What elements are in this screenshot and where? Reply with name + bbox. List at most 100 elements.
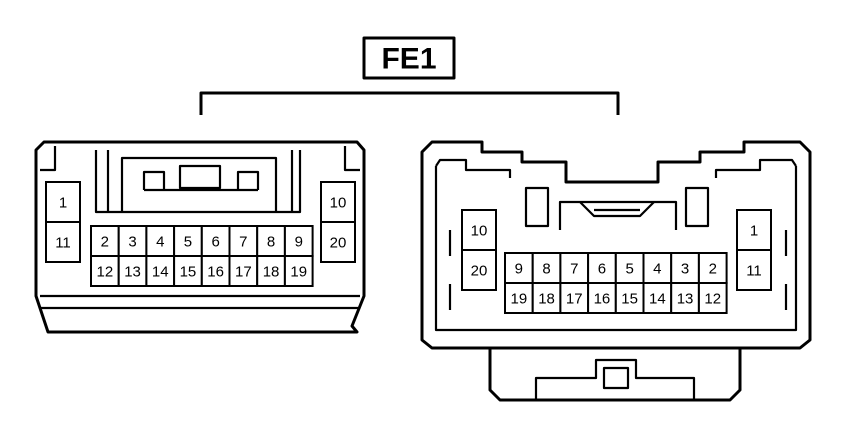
left_view-pin: 17 bbox=[228, 255, 259, 287]
left_view-pin-number: 14 bbox=[152, 264, 169, 281]
right_view-pin-number: 3 bbox=[681, 261, 689, 278]
left_view-pin-number: 7 bbox=[239, 234, 247, 251]
left_view-pin-number: 19 bbox=[290, 264, 307, 281]
right_view-pin-number: 17 bbox=[566, 291, 583, 308]
right_view-pin: 12 bbox=[697, 282, 728, 314]
right_view-pin: 18 bbox=[531, 282, 562, 314]
left_view-pin: 19 bbox=[283, 255, 314, 287]
left_view-pin: 10 bbox=[320, 181, 356, 223]
right_view-pin-number: 8 bbox=[542, 261, 550, 278]
right_view-pin: 10 bbox=[461, 209, 497, 251]
right_view-pin-number: 10 bbox=[471, 223, 488, 240]
left_view-pin: 13 bbox=[117, 255, 148, 287]
right_view-pin: 20 bbox=[461, 249, 497, 291]
right_view-pin-box bbox=[642, 282, 673, 314]
left_view-pin-number: 20 bbox=[330, 235, 347, 252]
left_view-pin-number: 3 bbox=[128, 234, 136, 251]
right_view-pin-box bbox=[736, 209, 772, 251]
right_view-pin-number: 6 bbox=[598, 261, 606, 278]
right_view-pin-number: 11 bbox=[746, 263, 762, 280]
left_view-pin: 1 bbox=[45, 181, 81, 223]
left_view-pin-number: 17 bbox=[235, 264, 252, 281]
right_view-pin: 11 bbox=[736, 249, 772, 291]
left_view-pin-number: 10 bbox=[330, 195, 347, 212]
left_view-pin: 6 bbox=[200, 225, 231, 257]
right_view-pin-box bbox=[504, 252, 534, 284]
right_view-pin-number: 14 bbox=[649, 291, 666, 308]
right_view-pin: 3 bbox=[670, 252, 700, 284]
left_view-pin-box bbox=[90, 225, 120, 257]
right_view-pin-number: 12 bbox=[704, 291, 721, 308]
right_view-pin: 2 bbox=[697, 252, 728, 284]
right_view-pin-number: 1 bbox=[750, 223, 758, 240]
left_view-pin-number: 18 bbox=[263, 264, 280, 281]
left_view-pin: 9 bbox=[283, 225, 314, 257]
right_view-pin-number: 5 bbox=[625, 261, 633, 278]
right_view-pin-box bbox=[736, 249, 772, 291]
left_view-pin-box bbox=[45, 221, 81, 263]
left_view-pin-box bbox=[90, 255, 120, 287]
right_view-pin-number: 7 bbox=[570, 261, 578, 278]
left_view-pin: 8 bbox=[256, 225, 286, 257]
left_view-pin-number: 9 bbox=[295, 234, 303, 251]
right-connector-housing bbox=[420, 140, 812, 402]
left_view-pin-number: 13 bbox=[124, 264, 141, 281]
left_view-pin: 7 bbox=[228, 225, 259, 257]
left_view-pin: 5 bbox=[173, 225, 203, 257]
left_view-pin: 4 bbox=[145, 225, 176, 257]
label-bracket bbox=[199, 91, 620, 115]
right_view-pin-number: 20 bbox=[471, 263, 488, 280]
connector-label-box: FE1 bbox=[362, 36, 456, 80]
right_view-pin-number: 15 bbox=[621, 291, 638, 308]
left_view-pin-box bbox=[45, 181, 81, 223]
right_view-pin: 13 bbox=[670, 282, 700, 314]
left_view-pin-number: 4 bbox=[156, 234, 164, 251]
right_view-pin: 5 bbox=[614, 252, 645, 284]
left_view-pin-number: 8 bbox=[267, 234, 275, 251]
left_view-pin: 18 bbox=[256, 255, 286, 287]
left_view-pin: 2 bbox=[90, 225, 120, 257]
left_view-pin: 3 bbox=[117, 225, 148, 257]
left_view-pin-number: 1 bbox=[59, 195, 67, 212]
right_view-pin: 9 bbox=[504, 252, 534, 284]
left_view-pin-box bbox=[320, 181, 356, 223]
right_view-pin-number: 18 bbox=[538, 291, 555, 308]
left_view-pin-box bbox=[228, 225, 259, 257]
left_view-pin-number: 6 bbox=[211, 234, 219, 251]
right_view-pin: 19 bbox=[504, 282, 534, 314]
right_view-pin: 14 bbox=[642, 282, 673, 314]
right_view-pin-number: 16 bbox=[594, 291, 611, 308]
left_view-pin-number: 12 bbox=[97, 264, 114, 281]
left_view-pin: 12 bbox=[90, 255, 120, 287]
right_view-pin-box bbox=[531, 282, 562, 314]
right_view-pin-number: 19 bbox=[511, 291, 528, 308]
left_view-pin-number: 2 bbox=[101, 234, 109, 251]
left_view-pin: 20 bbox=[320, 221, 356, 263]
left_view-pin-number: 11 bbox=[55, 235, 71, 252]
right_view-pin-number: 2 bbox=[709, 261, 717, 278]
left_view-pin: 16 bbox=[200, 255, 231, 287]
connector-label: FE1 bbox=[381, 43, 436, 76]
left-connector-housing bbox=[34, 140, 366, 334]
left_view-pin-box bbox=[283, 225, 314, 257]
right_view-pin-box bbox=[697, 282, 728, 314]
left_view-pin: 15 bbox=[173, 255, 203, 287]
right_view-pin-box bbox=[461, 249, 497, 291]
right_view-pin: 7 bbox=[559, 252, 590, 284]
right_view-pin: 6 bbox=[587, 252, 617, 284]
left_view-pin-box bbox=[200, 255, 231, 287]
left_view-pin-box bbox=[117, 225, 148, 257]
right_view-pin-box bbox=[670, 282, 700, 314]
left_view-pin-number: 15 bbox=[180, 264, 197, 281]
right_view-pin: 1 bbox=[736, 209, 772, 251]
right_view-pin-number: 9 bbox=[515, 261, 523, 278]
right_view-pin: 16 bbox=[587, 282, 617, 314]
right_view-pin-box bbox=[614, 282, 645, 314]
right_view-pin: 17 bbox=[559, 282, 590, 314]
left_view-pin-box bbox=[117, 255, 148, 287]
left_view-pin: 14 bbox=[145, 255, 176, 287]
left_view-pin-number: 5 bbox=[184, 234, 192, 251]
